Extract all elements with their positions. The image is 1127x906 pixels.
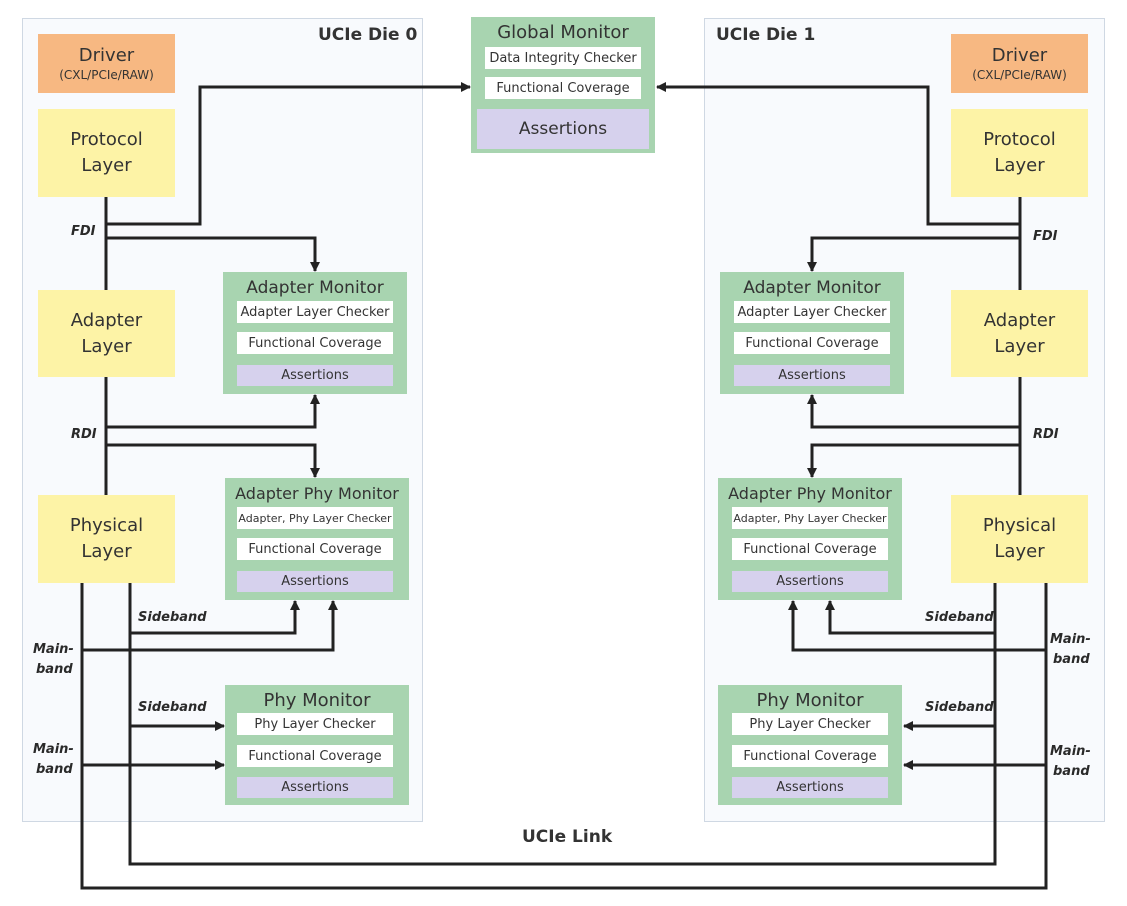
die0-adapter-layer: Adapter Layer bbox=[38, 290, 175, 377]
die1-driver-box: Driver (CXL/PCIe/RAW) bbox=[951, 34, 1088, 93]
die0-mainband-label-2: Main- band bbox=[33, 740, 74, 780]
phy-assertions: Assertions bbox=[237, 777, 393, 798]
die1-fdi-to-adapter-arrow bbox=[807, 236, 1020, 272]
adapter-phy-layer-checker: Adapter, Phy Layer Checker bbox=[237, 507, 393, 529]
die1-mb-to-adapterphy-arrow bbox=[788, 600, 1046, 652]
phy-layer-checker: Phy Layer Checker bbox=[732, 713, 888, 735]
adapter-layer-checker: Adapter Layer Checker bbox=[734, 301, 890, 323]
die0-phy-monitor: Phy Monitor Phy Layer Checker Functional… bbox=[225, 685, 409, 805]
die0-driver-box: Driver (CXL/PCIe/RAW) bbox=[38, 34, 175, 93]
driver-title: Driver bbox=[991, 44, 1048, 66]
die1-mainband-label-1: Main- band bbox=[1050, 630, 1091, 670]
mainband-label-line2: band bbox=[36, 662, 73, 677]
mainband-label-line1: Main- bbox=[1050, 632, 1091, 647]
adapter-phy-functional-coverage: Functional Coverage bbox=[237, 538, 393, 560]
die1-sideband-label-2: Sideband bbox=[925, 700, 994, 715]
phy-layer-checker: Phy Layer Checker bbox=[237, 713, 393, 735]
adapter-layer-checker: Adapter Layer Checker bbox=[237, 301, 393, 323]
die1-to-global-arrow bbox=[656, 82, 1020, 226]
die1-rdi-to-adapterphy-arrow bbox=[807, 443, 1020, 478]
die0-adapter-phy-monitor: Adapter Phy Monitor Adapter, Phy Layer C… bbox=[225, 478, 409, 600]
link-mainband-line bbox=[80, 583, 1048, 890]
phy-functional-coverage: Functional Coverage bbox=[732, 745, 888, 767]
global-functional-coverage: Functional Coverage bbox=[485, 77, 641, 99]
adapter-phy-monitor-title: Adapter Phy Monitor bbox=[235, 484, 399, 503]
die1-fdi-label: FDI bbox=[1033, 229, 1058, 244]
global-data-integrity-checker: Data Integrity Checker bbox=[485, 47, 641, 69]
die1-sb-to-adapterphy-arrow bbox=[825, 600, 995, 635]
mainband-label-line1: Main- bbox=[33, 642, 74, 657]
mainband-label-line1: Main- bbox=[1050, 744, 1091, 759]
die-1-title: UCIe Die 1 bbox=[716, 25, 816, 45]
driver-subtitle: (CXL/PCIe/RAW) bbox=[59, 67, 154, 82]
adapter-functional-coverage: Functional Coverage bbox=[734, 332, 890, 354]
global-monitor: Global Monitor Data Integrity Checker Fu… bbox=[471, 17, 655, 153]
adapter-phy-functional-coverage: Functional Coverage bbox=[732, 538, 888, 560]
die1-rdi-label: RDI bbox=[1033, 427, 1059, 442]
die1-adapter-layer: Adapter Layer bbox=[951, 290, 1088, 377]
global-monitor-title: Global Monitor bbox=[497, 22, 629, 43]
global-assertions: Assertions bbox=[477, 109, 649, 149]
ucie-link-label: UCIe Link bbox=[522, 827, 613, 847]
die0-rdi-to-adapterphy-arrow bbox=[106, 443, 320, 478]
mainband-label-line2: band bbox=[1053, 764, 1090, 779]
phy-functional-coverage: Functional Coverage bbox=[237, 745, 393, 767]
die1-phy-monitor: Phy Monitor Phy Layer Checker Functional… bbox=[718, 685, 902, 805]
die1-adapter-monitor: Adapter Monitor Adapter Layer Checker Fu… bbox=[720, 272, 904, 394]
die0-rdi-label: RDI bbox=[71, 427, 97, 442]
die0-fdi-to-adapter-arrow bbox=[106, 236, 320, 272]
die0-physical-layer: Physical Layer bbox=[38, 495, 175, 583]
die1-protocol-layer: Protocol Layer bbox=[951, 109, 1088, 197]
die-0-title: UCIe Die 0 bbox=[318, 25, 418, 45]
die0-adapter-monitor: Adapter Monitor Adapter Layer Checker Fu… bbox=[223, 272, 407, 394]
die0-sideband-label-1: Sideband bbox=[138, 610, 207, 625]
adapter-phy-layer-checker: Adapter, Phy Layer Checker bbox=[732, 507, 888, 529]
phy-assertions: Assertions bbox=[732, 777, 888, 798]
die1-rdi-to-adapter-arrow bbox=[807, 394, 1020, 429]
die0-rdi-to-adapter-arrow bbox=[106, 394, 320, 429]
phy-monitor-title: Phy Monitor bbox=[756, 690, 864, 711]
adapter-monitor-title: Adapter Monitor bbox=[743, 278, 881, 298]
adapter-functional-coverage: Functional Coverage bbox=[237, 332, 393, 354]
adapter-monitor-title: Adapter Monitor bbox=[246, 278, 384, 298]
mainband-label-line2: band bbox=[1053, 652, 1090, 667]
die0-to-global-arrow bbox=[106, 82, 471, 226]
die0-mainband-label-1: Main- band bbox=[33, 640, 74, 680]
adapter-assertions: Assertions bbox=[734, 365, 890, 386]
adapter-phy-assertions: Assertions bbox=[237, 571, 393, 592]
die1-mainband-label-2: Main- band bbox=[1050, 742, 1091, 782]
die1-sideband-label-1: Sideband bbox=[925, 610, 994, 625]
die0-mb-to-adapterphy-arrow bbox=[82, 600, 338, 652]
link-sideband-line bbox=[128, 583, 997, 866]
die1-adapter-phy-monitor: Adapter Phy Monitor Adapter, Phy Layer C… bbox=[718, 478, 902, 600]
adapter-assertions: Assertions bbox=[237, 365, 393, 386]
mainband-label-line1: Main- bbox=[33, 742, 74, 757]
die1-physical-layer: Physical Layer bbox=[951, 495, 1088, 583]
phy-monitor-title: Phy Monitor bbox=[263, 690, 371, 711]
die0-sideband-label-2: Sideband bbox=[138, 700, 207, 715]
adapter-phy-assertions: Assertions bbox=[732, 571, 888, 592]
die0-fdi-label: FDI bbox=[71, 224, 96, 239]
die0-sb-to-adapterphy-arrow bbox=[130, 600, 300, 635]
driver-title: Driver bbox=[78, 44, 135, 66]
driver-subtitle: (CXL/PCIe/RAW) bbox=[972, 67, 1067, 82]
die0-protocol-layer: Protocol Layer bbox=[38, 109, 175, 197]
mainband-label-line2: band bbox=[36, 762, 73, 777]
adapter-phy-monitor-title: Adapter Phy Monitor bbox=[728, 484, 892, 503]
